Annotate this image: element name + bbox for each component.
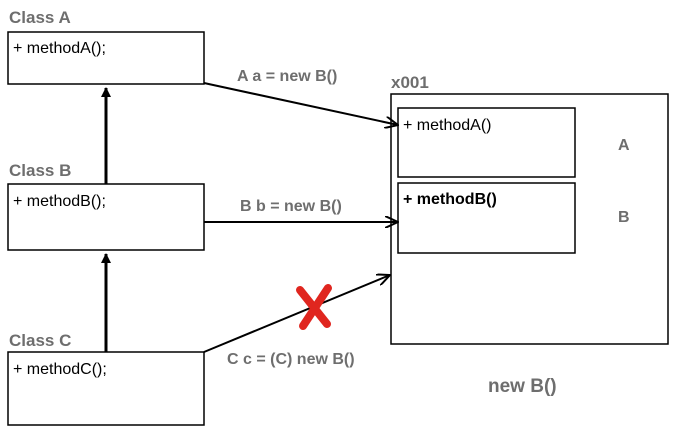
object-section-a: [397, 107, 576, 178]
reference-c-arrow: [203, 275, 390, 353]
object-address: x001: [391, 73, 429, 92]
class-b-box: [7, 183, 205, 251]
reference-a-label: A a = new B(): [237, 68, 337, 85]
object-section-b-label: B: [618, 209, 630, 226]
object-section-a-label: A: [618, 137, 630, 154]
class-c-method: + methodC();: [13, 361, 107, 378]
class-b-title: Class B: [9, 161, 71, 180]
class-a-title: Class A: [9, 8, 71, 27]
object-section-b: [397, 182, 576, 254]
reference-b-label: B b = new B(): [240, 198, 342, 215]
object-section-b-method: + methodB(): [403, 191, 497, 208]
cross-mark-icon: [296, 284, 332, 330]
reference-c-label: C c = (C) new B(): [227, 351, 355, 368]
object-section-a-method: + methodA(): [403, 117, 491, 134]
class-c-title: Class C: [9, 331, 71, 350]
class-b-method: + methodB();: [13, 193, 106, 210]
class-a-box: [7, 31, 205, 85]
reference-a-arrow: [203, 82, 398, 125]
object-caption: new B(): [488, 376, 557, 397]
class-a-method: + methodA();: [13, 40, 106, 57]
